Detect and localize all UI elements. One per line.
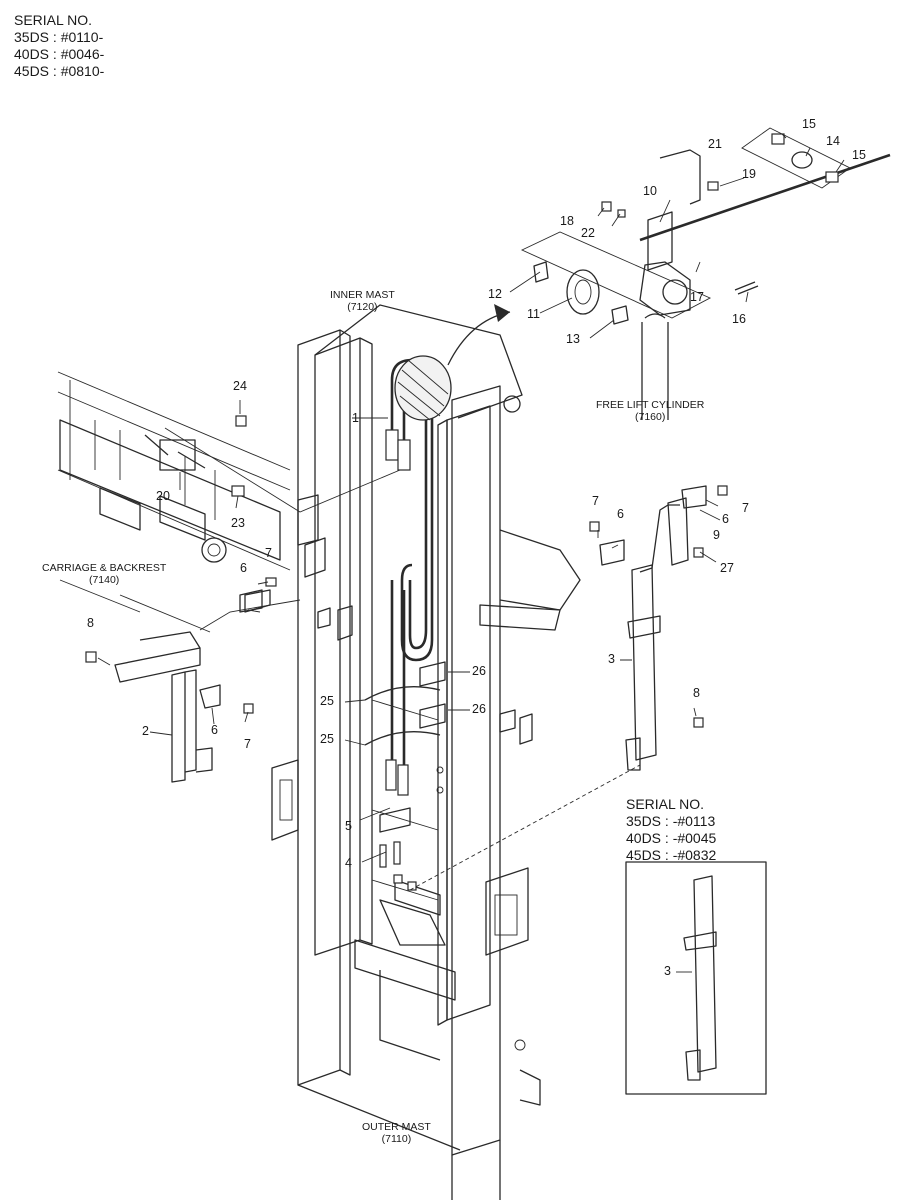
inner-mast-drawing [297, 304, 533, 1026]
callout-7: 7 [244, 737, 251, 751]
hose-assembly-drawing [385, 355, 452, 796]
callout-21: 21 [708, 137, 722, 151]
callout-6: 6 [617, 507, 624, 521]
callout-25: 25 [320, 694, 334, 708]
serial-line: 40DS : -#0045 [626, 830, 717, 846]
caption-carriage-backrest: CARRIAGE & BACKREST(7140) [42, 562, 167, 586]
callout-1: 1 [352, 411, 359, 425]
serial-inset-box [625, 861, 767, 1095]
callout-27: 27 [720, 561, 734, 575]
callout-20: 20 [156, 489, 170, 503]
serial-line: 45DS : #0810- [14, 63, 105, 79]
free-lift-cylinder-drawing [447, 127, 891, 420]
serial-title: SERIAL NO. [626, 796, 705, 812]
carriage-backrest-drawing [57, 371, 291, 633]
callout-14: 14 [826, 134, 840, 148]
callout-15: 15 [852, 148, 866, 162]
callout-9: 9 [713, 528, 720, 542]
connection-lines [97, 133, 845, 973]
callout-15: 15 [802, 117, 816, 131]
callout-26: 26 [472, 702, 486, 716]
serial-title: SERIAL NO. [14, 12, 93, 28]
callout-6: 6 [722, 512, 729, 526]
callout-6: 6 [211, 723, 218, 737]
outer-mast-drawing [271, 329, 581, 1200]
callout-7: 7 [592, 494, 599, 508]
callout-16: 16 [732, 312, 746, 326]
callout-7: 7 [265, 546, 272, 560]
caption-free-lift-cylinder: FREE LIFT CYLINDER(7160) [596, 399, 705, 423]
callout-22: 22 [581, 226, 595, 240]
callout-3: 3 [608, 652, 615, 666]
callout-23: 23 [231, 516, 245, 530]
callout-24: 24 [233, 379, 247, 393]
callout-7: 7 [742, 501, 749, 515]
callout-5: 5 [345, 819, 352, 833]
callout-18: 18 [560, 214, 574, 228]
serial-number-block-inset: SERIAL NO. 35DS : -#0113 40DS : -#0045 4… [626, 796, 716, 864]
callout-8: 8 [693, 686, 700, 700]
serial-line: 45DS : -#0832 [626, 847, 717, 863]
caption-inner-mast: INNER MAST(7120) [330, 289, 395, 313]
serial-number-block-top: SERIAL NO. 35DS : #0110- 40DS : #0046- 4… [14, 12, 104, 80]
callout-26: 26 [472, 664, 486, 678]
callout-2: 2 [142, 724, 149, 738]
bracket-drawings [85, 415, 728, 891]
serial-line: 35DS : -#0113 [626, 813, 716, 829]
callout-10: 10 [643, 184, 657, 198]
callout-17: 17 [690, 290, 704, 304]
callout-3-inset: 3 [664, 964, 671, 978]
callout-12: 12 [488, 287, 502, 301]
callout-4: 4 [345, 856, 352, 870]
callout-8: 8 [87, 616, 94, 630]
callout-25: 25 [320, 732, 334, 746]
callout-19: 19 [742, 167, 756, 181]
caption-outer-mast: OUTER MAST(7110) [362, 1121, 431, 1145]
serial-line: 35DS : #0110- [14, 29, 104, 45]
callout-6: 6 [240, 561, 247, 575]
callout-13: 13 [566, 332, 580, 346]
serial-line: 40DS : #0046- [14, 46, 105, 62]
callout-11: 11 [527, 307, 540, 321]
